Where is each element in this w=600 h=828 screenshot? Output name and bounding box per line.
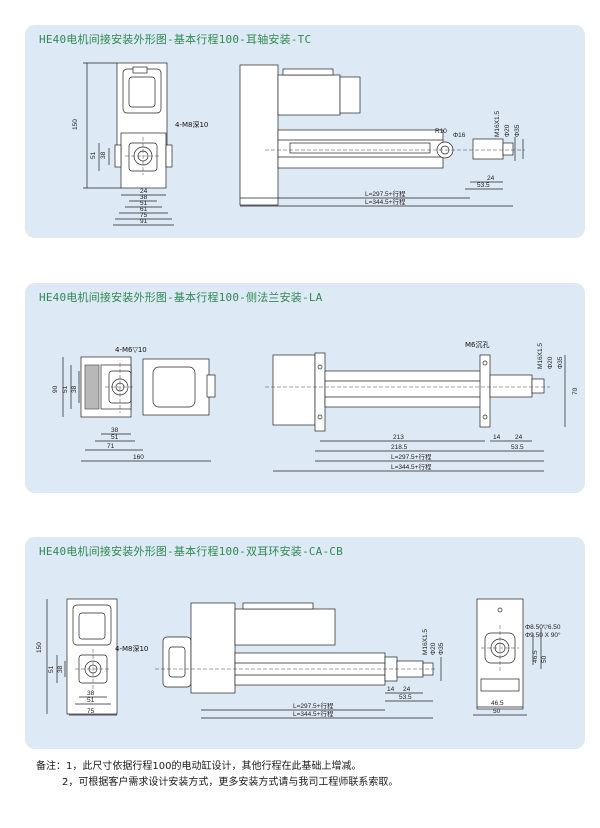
drawing-ca-cb: 150 51 38 4-M8深10 38 51 75 M16X1.5 Φ20 Φ… (36, 598, 561, 719)
dim-38: 38 (111, 427, 119, 434)
dim-150: 150 (36, 642, 43, 653)
dim-thread: M16X1.5 (494, 111, 501, 137)
dim-160: 160 (133, 454, 144, 461)
dim-46-5: 46.5 (491, 700, 504, 707)
dim-38v: 38 (100, 151, 107, 159)
dim-d16: Φ16 (453, 132, 466, 139)
dim-24: 24 (515, 434, 523, 441)
dim-53-5: 53.5 (477, 182, 490, 189)
panel-la: HE40电机间接安装外形图-基本行程100-侧法兰安装-LA (25, 283, 585, 493)
dim-218-5: 218.5 (391, 444, 408, 451)
dim-L2: L=344.5+行程 (293, 709, 334, 718)
dim-70: 70 (572, 387, 579, 395)
dim-90: 90 (52, 385, 59, 393)
dim-50v: 50 (541, 655, 548, 663)
dim-71: 71 (107, 443, 115, 450)
dim-53-5: 53.5 (511, 444, 524, 451)
dim-d35: Φ35 (557, 356, 564, 369)
dim-d20: Φ20 (547, 356, 554, 369)
dim-38: 38 (87, 690, 95, 697)
hole-label: 4-M6▽10 (115, 346, 147, 354)
dim-thread: M16X1.5 (537, 343, 544, 369)
drawing-tc: 150 51 38 24 38 51 61 75 91 4-M8深10 R10 … (72, 62, 525, 226)
note-line-2: 2，可根据客户需求设计安装方式，更多安装方式请与我司工程师联系索取。 (62, 777, 399, 788)
dim-75: 75 (140, 212, 148, 219)
dim-51v: 51 (62, 385, 69, 393)
dim-61: 61 (140, 206, 148, 213)
panel-title: HE40电机间接安装外形图-基本行程100-双耳环安装-CA-CB (39, 545, 343, 558)
hole-label: 4-M8深10 (115, 644, 148, 653)
note-line-1: 备注：1，此尺寸依据行程100的电动缸设计，其他行程在此基础上增减。 (36, 761, 362, 772)
dim-38: 38 (140, 194, 148, 201)
dim-51v: 51 (48, 665, 55, 673)
dim-L1: L=297.5+行程 (293, 701, 334, 710)
panel-tc: HE40电机间接安装外形图-基本行程100-耳轴安装-TC (25, 25, 585, 238)
dim-d20: Φ20 (430, 642, 437, 655)
dim-d35: Φ35 (438, 642, 445, 655)
dim-51: 51 (140, 200, 148, 207)
pin-label-1: Φ8.50▽6.50 (525, 624, 561, 631)
dim-24: 24 (140, 188, 148, 195)
countersink-label: M6沉孔 (465, 341, 490, 349)
panel-title: HE40电机间接安装外形图-基本行程100-耳轴安装-TC (39, 33, 312, 46)
dim-51: 51 (87, 697, 95, 704)
dim-14: 14 (493, 434, 501, 441)
dim-51v: 51 (90, 151, 97, 159)
hole-label: 4-M8深10 (175, 120, 208, 129)
dim-L1: L=297.5+行程 (365, 189, 406, 198)
notes: 备注：1，此尺寸依据行程100的电动缸设计，其他行程在此基础上增减。 2，可根据… (36, 759, 398, 791)
drawing-la: 4-M6▽10 90 51 38 38 51 71 160 M6沉孔 M16X1… (52, 341, 579, 472)
dim-38v: 38 (71, 385, 78, 393)
dim-d35: Φ35 (514, 124, 521, 137)
dim-L1: L=297.5+行程 (391, 452, 432, 461)
dim-75: 75 (87, 708, 95, 715)
dim-L2: L=344.5+行程 (365, 197, 406, 206)
panel-ca-cb: HE40电机间接安装外形图-基本行程100-双耳环安装-CA-CB (25, 537, 585, 749)
dim-46-5v: 46.5 (532, 650, 539, 663)
dim-d20: Φ20 (504, 124, 511, 137)
panel-title: HE40电机间接安装外形图-基本行程100-侧法兰安装-LA (39, 291, 323, 304)
dim-14: 14 (387, 686, 395, 693)
dim-150: 150 (72, 119, 79, 130)
dim-24: 24 (403, 686, 411, 693)
dim-50: 50 (493, 708, 501, 715)
dim-24b: 24 (487, 175, 495, 182)
dim-213: 213 (393, 434, 404, 441)
dim-51: 51 (111, 434, 119, 441)
dim-L2: L=344.5+行程 (391, 462, 432, 471)
dim-53-5: 53.5 (399, 694, 412, 701)
dim-r10: R10 (435, 128, 447, 135)
dim-thread: M16X1.5 (422, 629, 429, 655)
pin-label-2: Φ9.50 X 90° (525, 631, 561, 639)
dim-91: 91 (140, 218, 148, 225)
dim-38v: 38 (57, 665, 64, 673)
